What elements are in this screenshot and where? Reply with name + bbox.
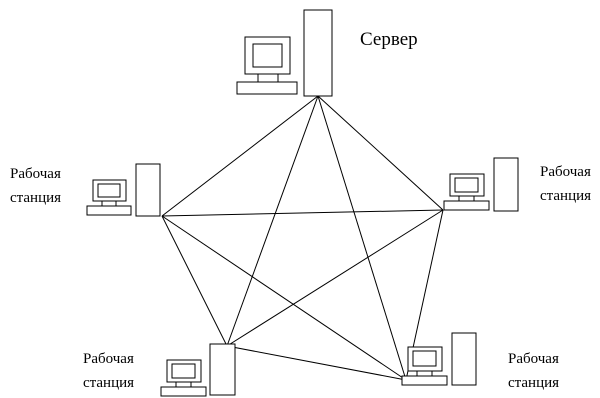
link-server-right — [317, 95, 444, 211]
workstation-left-label-line1: Рабочая — [10, 166, 61, 182]
connection-lines — [161, 95, 444, 381]
link-left-bottomright — [161, 215, 407, 381]
server-computer-icon — [236, 9, 333, 97]
server-label-text: Сервер — [360, 29, 418, 50]
workstation-bottom-right-label: Рабочая станция — [508, 347, 559, 395]
workstation-bottom-left-icon — [160, 343, 236, 397]
link-left-bottomleft — [161, 215, 228, 347]
workstation-bottom-left-label: Рабочая станция — [83, 347, 134, 395]
link-left-right — [161, 209, 444, 217]
workstation-right-label-line1: Рабочая — [540, 164, 591, 180]
workstation-bottom-left-label-line2: станция — [83, 375, 135, 391]
workstation-bottom-right-label-line1: Рабочая — [508, 351, 559, 367]
workstation-bottom-left-label-line1: Рабочая — [83, 351, 134, 367]
workstation-right-label: Рабочая станция — [540, 160, 591, 208]
link-server-bottomright — [317, 95, 407, 381]
workstation-bottom-right-label-line2: станция — [508, 375, 560, 391]
workstation-left-label: Рабочая станция — [10, 162, 61, 210]
link-right-bottomleft — [226, 209, 444, 347]
workstation-bottom-right-icon — [401, 332, 477, 386]
workstation-left-label-line2: станция — [10, 190, 62, 206]
workstation-right-icon — [443, 157, 519, 212]
workstation-right-label-line2: станция — [540, 188, 592, 204]
workstation-left-icon — [86, 163, 161, 217]
link-bottomleft-bottomright — [226, 345, 407, 381]
link-server-bottomleft — [226, 95, 319, 347]
link-server-left — [161, 95, 319, 217]
server-label: Сервер — [360, 28, 418, 52]
